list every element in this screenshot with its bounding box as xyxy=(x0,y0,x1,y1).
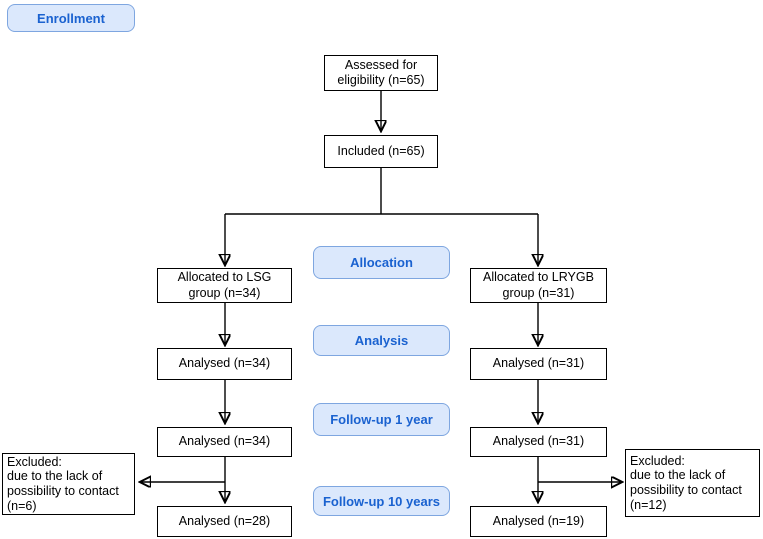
phase-label-followup-1yr: Follow-up 1 year xyxy=(313,403,450,436)
node-excluded-lsg: Excluded: due to the lack of possibility… xyxy=(2,453,135,515)
node-excluded-lrygb: Excluded: due to the lack of possibility… xyxy=(625,449,760,517)
phase-label-allocation: Allocation xyxy=(313,246,450,279)
node-assessed-eligibility: Assessed for eligibility (n=65) xyxy=(324,55,438,91)
node-analysed-lsg-1yr: Analysed (n=34) xyxy=(157,427,292,457)
phase-label-analysis: Analysis xyxy=(313,325,450,356)
phase-label-enrollment: Enrollment xyxy=(7,4,135,32)
node-analysed-lrygb-analysis: Analysed (n=31) xyxy=(470,348,607,380)
phase-label-followup-10yr: Follow-up 10 years xyxy=(313,486,450,516)
node-allocated-lsg: Allocated to LSG group (n=34) xyxy=(157,268,292,303)
node-analysed-lsg-analysis: Analysed (n=34) xyxy=(157,348,292,380)
node-included: Included (n=65) xyxy=(324,135,438,168)
node-analysed-lrygb-1yr: Analysed (n=31) xyxy=(470,427,607,457)
node-analysed-lrygb-10yr: Analysed (n=19) xyxy=(470,506,607,537)
node-allocated-lrygb: Allocated to LRYGB group (n=31) xyxy=(470,268,607,303)
node-analysed-lsg-10yr: Analysed (n=28) xyxy=(157,506,292,537)
